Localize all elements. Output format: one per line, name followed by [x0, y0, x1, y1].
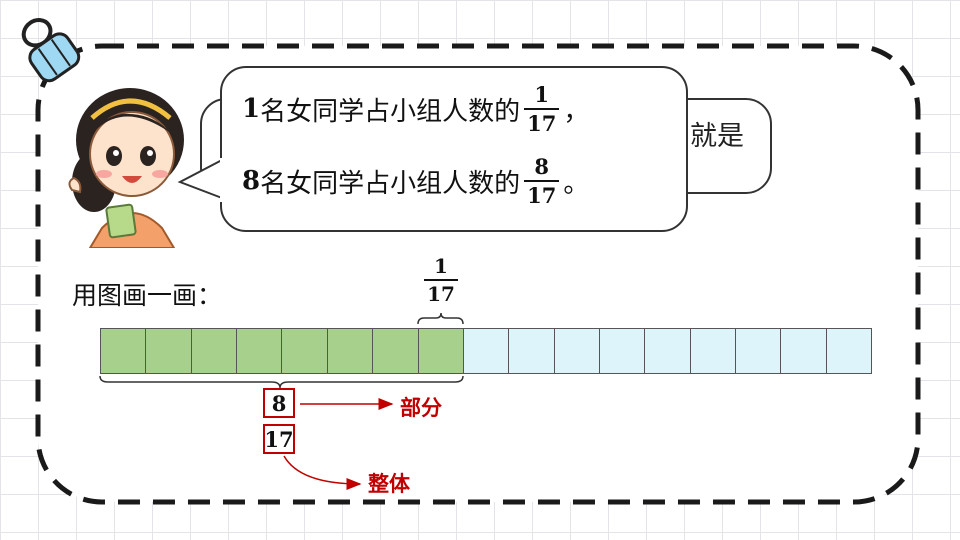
strip-cell-shaded [236, 328, 283, 374]
fraction-numerator: 1 [434, 254, 448, 278]
statement-1-fraction: 1 17 [524, 82, 560, 134]
fraction-denominator: 17 [524, 180, 560, 206]
statement-1-text: 名女同学占小组人数的 [260, 96, 521, 127]
statement-2-count: 8 [242, 166, 261, 196]
strip-cell-unshaded [780, 328, 827, 374]
statement-1-punct: ， [563, 96, 590, 127]
strip-cell-shaded [372, 328, 419, 374]
statement-2-text: 名女同学占小组人数的 [260, 168, 521, 199]
strip-cell-shaded [326, 328, 374, 374]
fraction-denominator: 17 [524, 108, 560, 134]
girl-character-icon [68, 88, 184, 248]
strip-cell-unshaded [689, 328, 737, 374]
strip-cell-shaded [100, 328, 147, 374]
bubble-back-text: 就是 [690, 121, 744, 152]
statement-line-2: 8 名女同学占小组人数的 8 17 。 [242, 156, 589, 206]
part-label: 部分 [400, 395, 442, 420]
unit-fraction-label: 1 17 [420, 256, 462, 304]
boxed-denominator: 17 [263, 424, 295, 454]
fraction-strip [100, 328, 873, 374]
fraction-numerator: 8 [534, 154, 550, 179]
strip-cell-shaded [281, 328, 328, 374]
speech-bubble-front: 1 名女同学占小组人数的 1 17 ， 8 名女同学占小组人数的 8 17 。 [220, 66, 688, 232]
statement-2-fraction: 8 17 [524, 154, 560, 206]
strip-cell-shaded [145, 328, 192, 374]
fraction-denominator: 17 [424, 279, 458, 304]
strip-cell-unshaded [825, 328, 873, 374]
strip-cell-unshaded [553, 328, 600, 374]
fraction-numerator: 1 [534, 82, 550, 107]
strip-cell-shaded [417, 328, 464, 374]
statement-1-count: 1 [242, 94, 261, 124]
strip-cell-unshaded [508, 328, 555, 374]
strip-cell-unshaded [644, 328, 691, 374]
binder-clip-icon [21, 18, 81, 83]
statement-2-punct: 。 [563, 168, 590, 199]
bubble-tail [177, 158, 228, 202]
whole-label: 整体 [368, 471, 410, 496]
strip-cell-unshaded [462, 328, 510, 374]
boxed-numerator: 8 [263, 388, 295, 418]
strip-cell-unshaded [598, 328, 646, 374]
statement-line-1: 1 名女同学占小组人数的 1 17 ， [242, 84, 589, 134]
strip-cell-unshaded [735, 328, 782, 374]
strip-cell-shaded [190, 328, 238, 374]
draw-instruction: 用图画一画： [72, 281, 223, 310]
